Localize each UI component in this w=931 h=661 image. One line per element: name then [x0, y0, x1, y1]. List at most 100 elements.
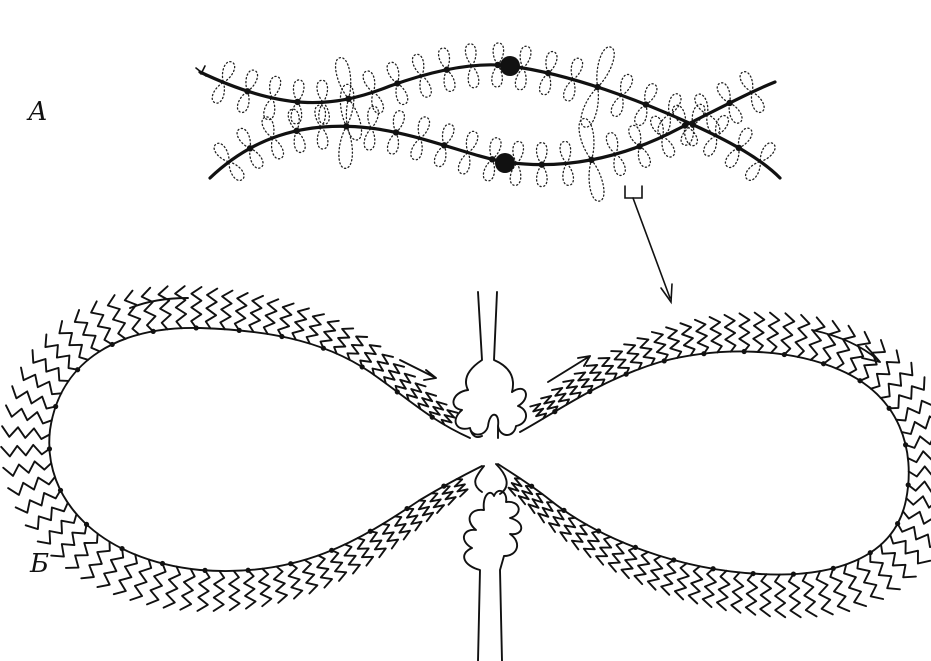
loop-granule — [202, 568, 207, 573]
chromomere — [736, 145, 742, 151]
centromere-lower — [495, 153, 515, 173]
loop-granule — [624, 372, 629, 377]
rnp-fibril — [278, 304, 294, 337]
rnp-fibril — [370, 531, 386, 557]
loop-granule — [906, 482, 911, 487]
chromomere — [545, 70, 551, 76]
dotted-loop — [482, 158, 497, 182]
dotted-loop — [543, 51, 558, 75]
chromomere — [643, 101, 649, 107]
rnp-fibril — [909, 466, 931, 476]
panel-b: Б — [1, 286, 931, 661]
rnp-fibril — [45, 334, 77, 369]
dotted-loop — [538, 72, 553, 96]
rnp-fibril — [666, 327, 681, 358]
chromomere — [588, 157, 594, 163]
rnp-fibril — [789, 574, 801, 617]
dotted-loop — [591, 45, 617, 89]
zoom-arrow-line — [633, 198, 670, 298]
rnp-fibril — [383, 524, 398, 549]
rnp-fibril — [648, 556, 663, 590]
dotted-loop — [287, 108, 302, 132]
dotted-loop — [391, 110, 406, 134]
rnp-fibril — [881, 545, 916, 578]
rnp-fibril — [572, 525, 587, 550]
dotted-loop — [316, 127, 328, 150]
central-stalk-junction — [475, 464, 506, 494]
rnp-fibril — [857, 559, 883, 599]
loop-granule — [552, 409, 557, 414]
rnp-fibril — [908, 448, 931, 462]
rnp-fibril — [419, 501, 433, 522]
rnp-fibril — [889, 377, 924, 408]
loop-granule — [430, 415, 435, 420]
rnp-fibril — [599, 358, 617, 380]
chromomere — [294, 128, 300, 134]
direction-arrow-left — [400, 360, 436, 380]
chromomere — [690, 122, 696, 128]
rnp-fibril — [538, 502, 553, 522]
rnp-fibril — [661, 560, 675, 595]
loop-granule — [587, 389, 592, 394]
rnp-fibril — [249, 296, 263, 332]
rnp-fibril — [108, 295, 126, 339]
rnp-fibril — [455, 479, 468, 496]
rnp-fibril — [575, 372, 593, 391]
dotted-loop — [465, 43, 478, 66]
rnp-fibril — [898, 524, 931, 548]
dotted-loop — [577, 117, 598, 161]
loop-granule — [742, 349, 747, 354]
rnp-fibril — [191, 287, 201, 328]
loop-granule — [857, 378, 862, 383]
dotted-loop — [437, 47, 452, 71]
rnp-fibril — [66, 534, 98, 568]
rnp-fibril — [906, 496, 931, 510]
chromomere — [247, 145, 253, 151]
rnp-fibril — [2, 426, 50, 439]
rnp-fibril — [710, 317, 722, 352]
dotted-loop — [342, 97, 364, 141]
loop-granule — [119, 546, 124, 551]
rnp-fibril — [781, 313, 794, 354]
rnp-fibril — [637, 338, 654, 365]
dotted-loop — [363, 127, 376, 150]
loop-granule — [160, 561, 165, 566]
chromomere — [594, 84, 600, 90]
rnp-fibril — [443, 486, 456, 505]
loop-granule — [151, 329, 156, 334]
loop-granule — [831, 566, 836, 571]
rnp-fibril — [529, 494, 543, 513]
dotted-loop — [585, 159, 606, 203]
loop-granule — [671, 557, 676, 562]
rnp-fibril — [303, 560, 317, 594]
panel-a-label: А — [26, 97, 48, 127]
rnp-fibril — [848, 332, 870, 374]
rnp-fibril — [21, 368, 61, 395]
lateral-loop-right — [498, 352, 909, 575]
rnp-fibril — [509, 478, 522, 495]
rnp-fibril — [906, 429, 931, 448]
rnp-fibril — [347, 337, 367, 360]
rnp-fibril — [823, 321, 839, 364]
chromomere — [343, 123, 349, 129]
dotted-loop — [442, 69, 457, 93]
dotted-loop — [536, 143, 547, 165]
loop-granule — [84, 522, 89, 527]
loop-granule — [321, 346, 326, 351]
central-stalk-coils-top — [453, 389, 526, 438]
dotted-loop — [318, 102, 330, 125]
rnp-fibril — [259, 569, 271, 606]
rnp-fibril — [796, 315, 810, 357]
loop-granule — [47, 446, 52, 451]
rnp-fibril — [563, 380, 580, 398]
rnp-fibril — [675, 563, 689, 599]
rnp-fibril — [125, 291, 140, 335]
rnp-fibril — [159, 286, 171, 329]
rnp-fibril — [8, 477, 55, 495]
dotted-loop — [467, 65, 480, 88]
dotted-loop — [386, 131, 401, 155]
rnp-fibril — [753, 313, 764, 352]
panel-b-rnp-fibrils — [1, 286, 931, 617]
loop-granule — [279, 334, 284, 339]
rnp-fibril — [130, 560, 151, 601]
